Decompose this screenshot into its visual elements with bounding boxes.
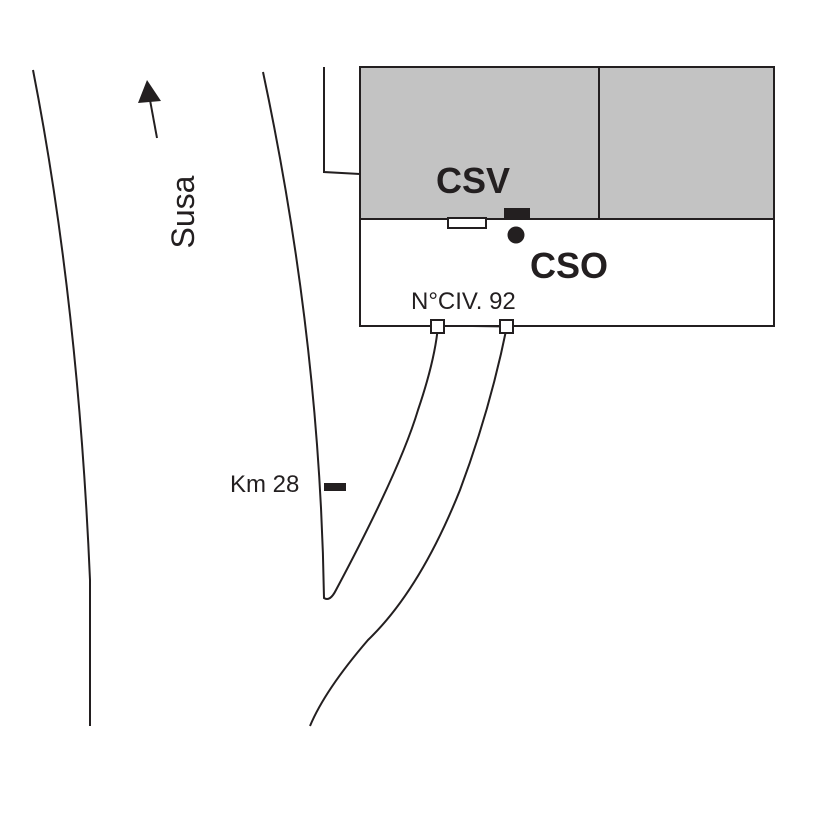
annex-outline [323, 67, 361, 175]
km-marker-label: Km 28 [230, 471, 299, 498]
csv-label: CSV [436, 160, 510, 201]
road-left-edge [32, 69, 91, 726]
arrow-up-icon [138, 80, 161, 139]
gate-post-right-icon[interactable] [499, 319, 514, 334]
gate-line [437, 325, 508, 328]
building-adjacent-block [598, 66, 775, 220]
csv-marker-icon [504, 208, 530, 220]
gate-post-left-icon[interactable] [430, 319, 445, 334]
road-right-edge [262, 71, 439, 600]
direction-label: Susa [165, 175, 201, 248]
doorway-rectangle [447, 217, 487, 229]
cso-marker-icon [507, 226, 525, 244]
cso-label: CSO [530, 245, 608, 286]
house-number-label: N°CIV. 92 [411, 288, 516, 315]
km-marker-icon [324, 483, 346, 491]
courtyard-block [359, 218, 775, 327]
side-road-edge [309, 325, 508, 727]
